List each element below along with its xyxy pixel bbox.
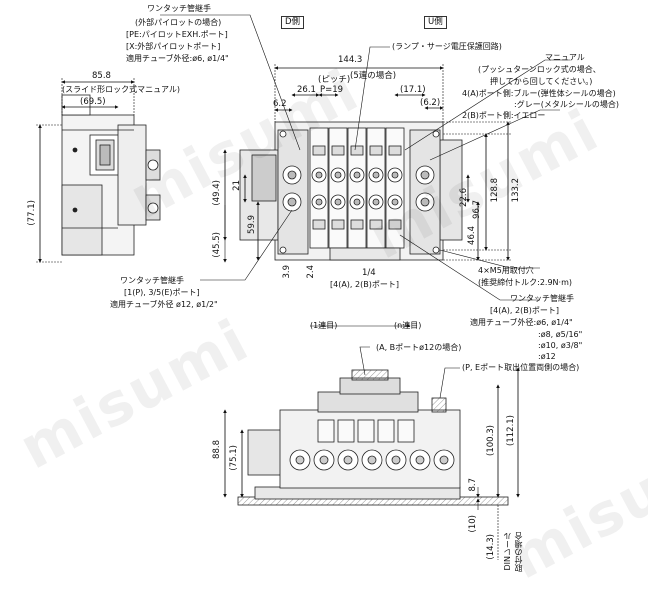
dim-77-1: (77.1) [27, 200, 37, 226]
din-rail-1: DINレール [503, 532, 512, 571]
dim-8-7: 8.7 [468, 478, 478, 492]
slide-lock-label: (スライド形ロック式マニュアル) [62, 85, 181, 94]
ab-port-12-label: (A, Bポートø12の場合) [376, 343, 462, 352]
pe-port-label: [PE:パイロットEXH.ポート] [126, 30, 228, 39]
tube-od-top: 適用チューブ外径:ø6, ø1/4" [126, 54, 229, 63]
touch-fitting-top: ワンタッチ管継手 [147, 4, 211, 13]
port-4a2b-right: [4(A), 2(B)ポート] [490, 306, 559, 315]
dim-112-1: (112.1) [506, 415, 516, 446]
dim-85-8: 85.8 [92, 71, 111, 81]
ext-pilot-note: (外部パイロットの場合) [135, 18, 222, 27]
lamp-label: (ランプ・サージ電圧保護回路) [392, 42, 502, 51]
dim-46-4: 46.4 [467, 226, 477, 245]
tube-opt-1: :ø8, ø5/16" [538, 330, 583, 339]
dim-pitch-label: (ピッチ) [318, 75, 351, 85]
dim-69-5: (69.5) [80, 97, 106, 107]
side-dims [36, 78, 135, 263]
dim-75-1: (75.1) [229, 445, 239, 471]
dim-49-4: (49.4) [212, 180, 222, 206]
dim-45-5: (45.5) [212, 232, 222, 258]
dim-3-9: 3.9 [282, 265, 292, 279]
dim-100-3: (100.3) [486, 425, 496, 456]
top-leaders [160, 14, 570, 328]
front-view [237, 369, 509, 506]
tube-opt-3: :ø12 [538, 352, 556, 361]
port-1p-label: [1(P), 3/5(E)ポート] [124, 288, 200, 297]
dim-26-1: 26.1 [297, 85, 316, 95]
push-turn-2: 押してから回してください。) [490, 77, 593, 86]
touch-fitting-right: ワンタッチ管継手 [510, 294, 574, 303]
station-1-label: (1連目) [310, 321, 338, 330]
dim-88-8: 88.8 [212, 440, 222, 459]
dim-144-3: 144.3 [338, 55, 363, 65]
dim-6-2p: (6.2) [420, 98, 441, 108]
dim-6-2: 6.2 [273, 99, 287, 109]
dim-14-3: (14.3) [486, 534, 496, 560]
dim-quarter: 1/4 [362, 268, 376, 278]
dim-five-station: (5連の場合) [350, 71, 397, 81]
x-port-label: [X:外部パイロットポート] [126, 42, 221, 51]
din-rail-2: 取付の場合 [514, 532, 523, 572]
dim-p19: P=19 [320, 85, 344, 95]
station-n-label: (n連目) [394, 321, 422, 330]
touch-fitting-bottom: ワンタッチ管継手 [120, 276, 184, 285]
dim-22-6: 22.6 [459, 188, 469, 207]
tube-opt-2: :ø10, ø3/8" [538, 341, 583, 350]
tube-od-bottom: 適用チューブ外径 ø12, ø1/2" [110, 300, 218, 309]
dim-59-9: 59.9 [247, 215, 257, 234]
front-dims [223, 346, 520, 560]
tube-od-right: 適用チューブ外径:ø6, ø1/4" [470, 318, 573, 327]
side-d-box: D側 [281, 16, 305, 29]
dim-10: (10) [468, 515, 478, 533]
port-a-color-1: 4(A)ポート側:ブルー(弾性体シールの場合) [462, 89, 616, 98]
dim-2-4: 2.4 [306, 265, 316, 279]
side-view [61, 94, 161, 256]
dim-21: 21 [232, 180, 242, 191]
port-a-color-2: :グレー(メタルシールの場合) [514, 100, 619, 109]
torque-label: (推奨締付トルク:2.9N·m) [478, 278, 572, 287]
port-4a2b-label: [4(A), 2(B)ポート] [330, 280, 399, 289]
top-view [239, 121, 463, 261]
side-u-box: U側 [424, 16, 447, 29]
dim-128-8: 128.8 [490, 178, 500, 203]
push-turn-1: (プッシュターンロック式の場合、 [478, 65, 601, 74]
dim-17-1: (17.1) [400, 85, 426, 95]
dim-96-7: 96.7 [472, 200, 482, 219]
port-b-color: 2(B)ポート側:イエロー [462, 111, 546, 120]
dim-133-2: 133.2 [511, 178, 521, 203]
top-dims [223, 64, 512, 263]
pe-both-label: (P, Eポート取出位置両側の場合) [462, 363, 580, 372]
manual-label: マニュアル [545, 53, 585, 62]
m5-hole-label: 4×M5用取付穴 [478, 266, 534, 275]
